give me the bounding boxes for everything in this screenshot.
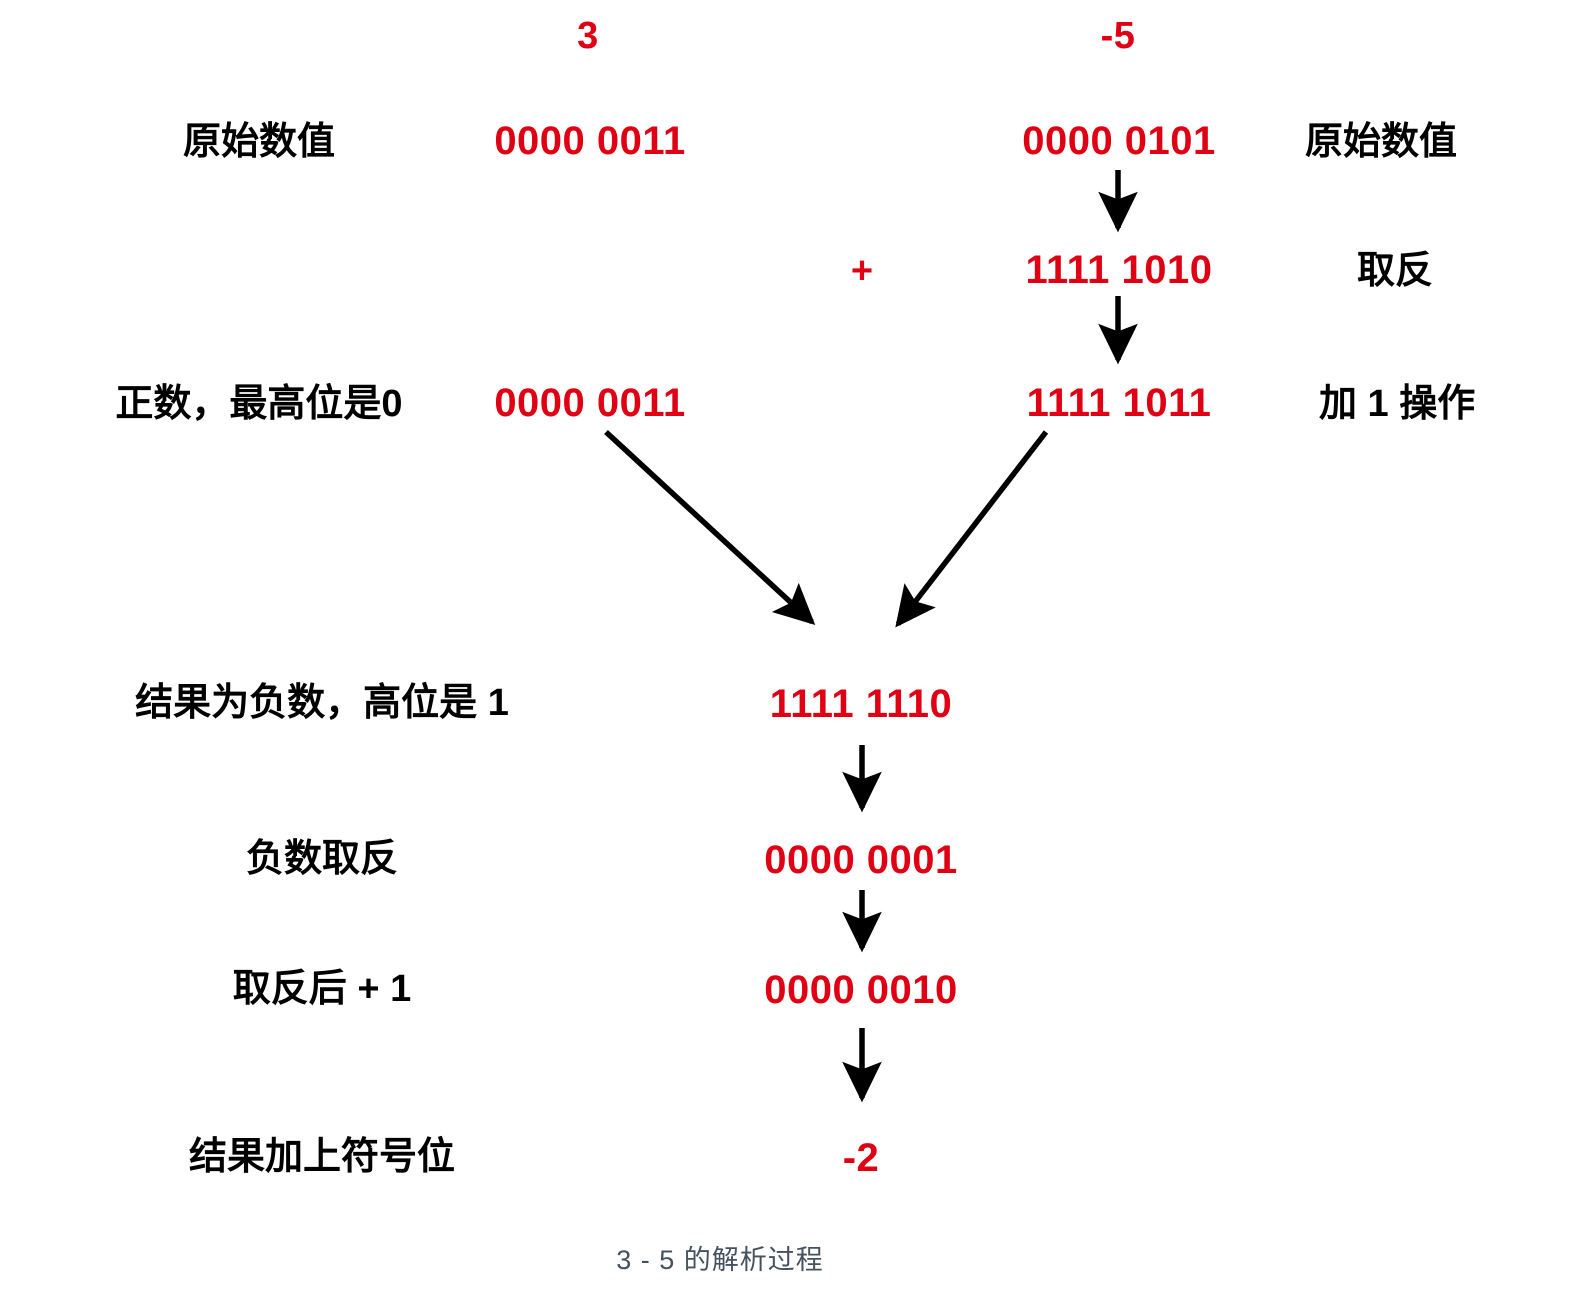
left-row-label-original: 原始数值 (182, 121, 336, 163)
result-row-label-invert: 负数取反 (245, 838, 399, 880)
result-row-label-plusone: 取反后 + 1 (232, 968, 412, 1010)
result-row-value-invert: 0000 0001 (764, 838, 958, 882)
result-row-label-signed: 结果加上符号位 (188, 1136, 456, 1178)
result-row-value-plusone: 0000 0010 (764, 968, 958, 1012)
result-row-label-negative: 结果为负数，高位是 1 (135, 682, 509, 724)
left-operand-header: 3 (577, 15, 599, 57)
right-row-label-original: 原始数值 (1305, 121, 1458, 163)
right-row-label-inverted: 取反 (1357, 250, 1434, 292)
right-operand-header: -5 (1100, 15, 1136, 57)
arrow-left-to-sum (604, 429, 816, 625)
left-row-label-positive: 正数，最高位是0 (115, 383, 403, 425)
result-row-value-negative: 1111 1110 (769, 682, 953, 726)
right-row-value-original: 0000 0101 (1022, 119, 1216, 163)
result-row-value-signed: -2 (842, 1136, 880, 1180)
plus-operator: + (850, 250, 874, 292)
figure-caption: 3 - 5 的解析过程 (616, 1245, 824, 1275)
right-row-value-inverted: 1111 1010 (1025, 248, 1213, 292)
right-row-value-plusone: 1111 1011 (1026, 381, 1212, 425)
arrow-right-to-sum (895, 430, 1049, 628)
right-row-label-plusone: 加 1 操作 (1319, 383, 1476, 425)
left-row-value-positive: 0000 0011 (494, 381, 686, 425)
left-row-value-original: 0000 0011 (494, 119, 686, 163)
